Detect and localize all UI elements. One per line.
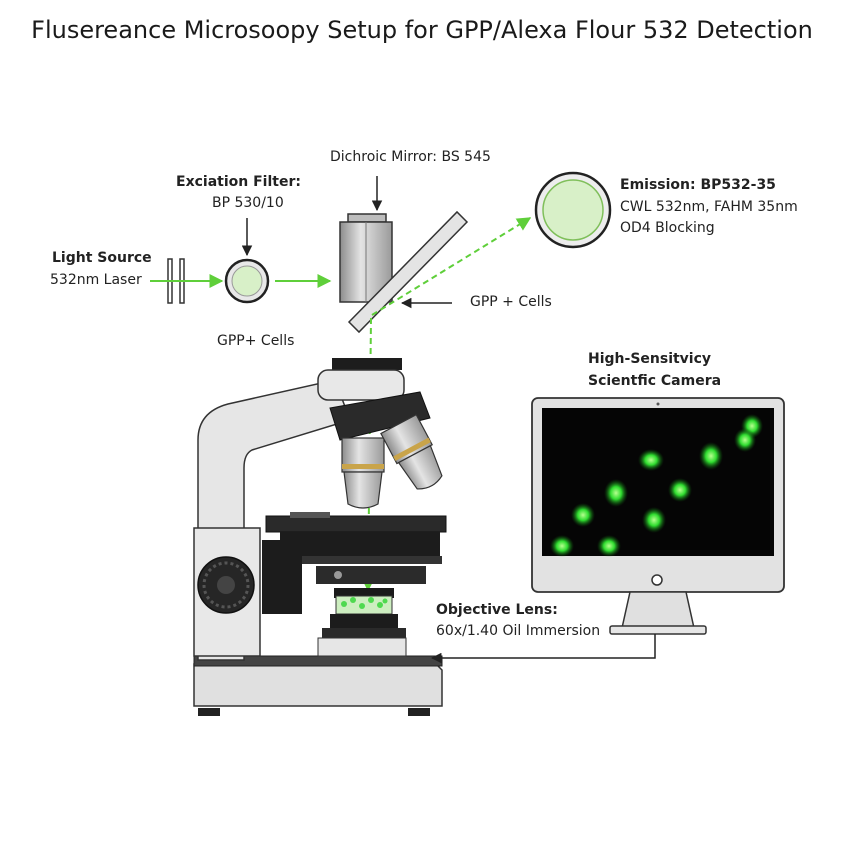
objective-sub: 60x/1.40 Oil Immersion (436, 623, 601, 639)
excitation-sub: BP 530/10 (212, 195, 284, 211)
mirror-cells-label: GPP + Cells (470, 294, 552, 310)
microscope-icon (193, 358, 447, 716)
emission-filter-icon (534, 171, 612, 249)
light-source-title: Light Source (52, 250, 152, 266)
emission-line2: OD4 Blocking (620, 220, 715, 236)
diagram-title: Flusereance Microsoopy Setup for GPP/Ale… (31, 16, 813, 44)
light-source-sub: 532nm Laser (50, 272, 142, 288)
excitation-bottom-label: GPP+ Cells (217, 333, 295, 349)
camera-title-line1: High-Sensitvicy (588, 351, 712, 367)
fluorescent-cells-image (550, 414, 763, 557)
objective-title: Objective Lens: (436, 602, 558, 618)
dichroic-label: Dichroic Mirror: BS 545 (330, 149, 491, 165)
camera-title-line2: Scientfic Camera (588, 373, 722, 389)
dichroic-mirror-plate (347, 210, 469, 334)
excitation-filter-icon (224, 258, 270, 304)
camera-connector-arrow (430, 634, 656, 664)
emission-line1: CWL 532nm, FAHM 35nm (620, 199, 798, 215)
emission-title: Emission: BP532-35 (620, 177, 776, 193)
excitation-title: Exciation Filter: (176, 174, 301, 190)
emission-beam (371, 217, 532, 316)
dichroic-cube-icon (339, 213, 393, 303)
